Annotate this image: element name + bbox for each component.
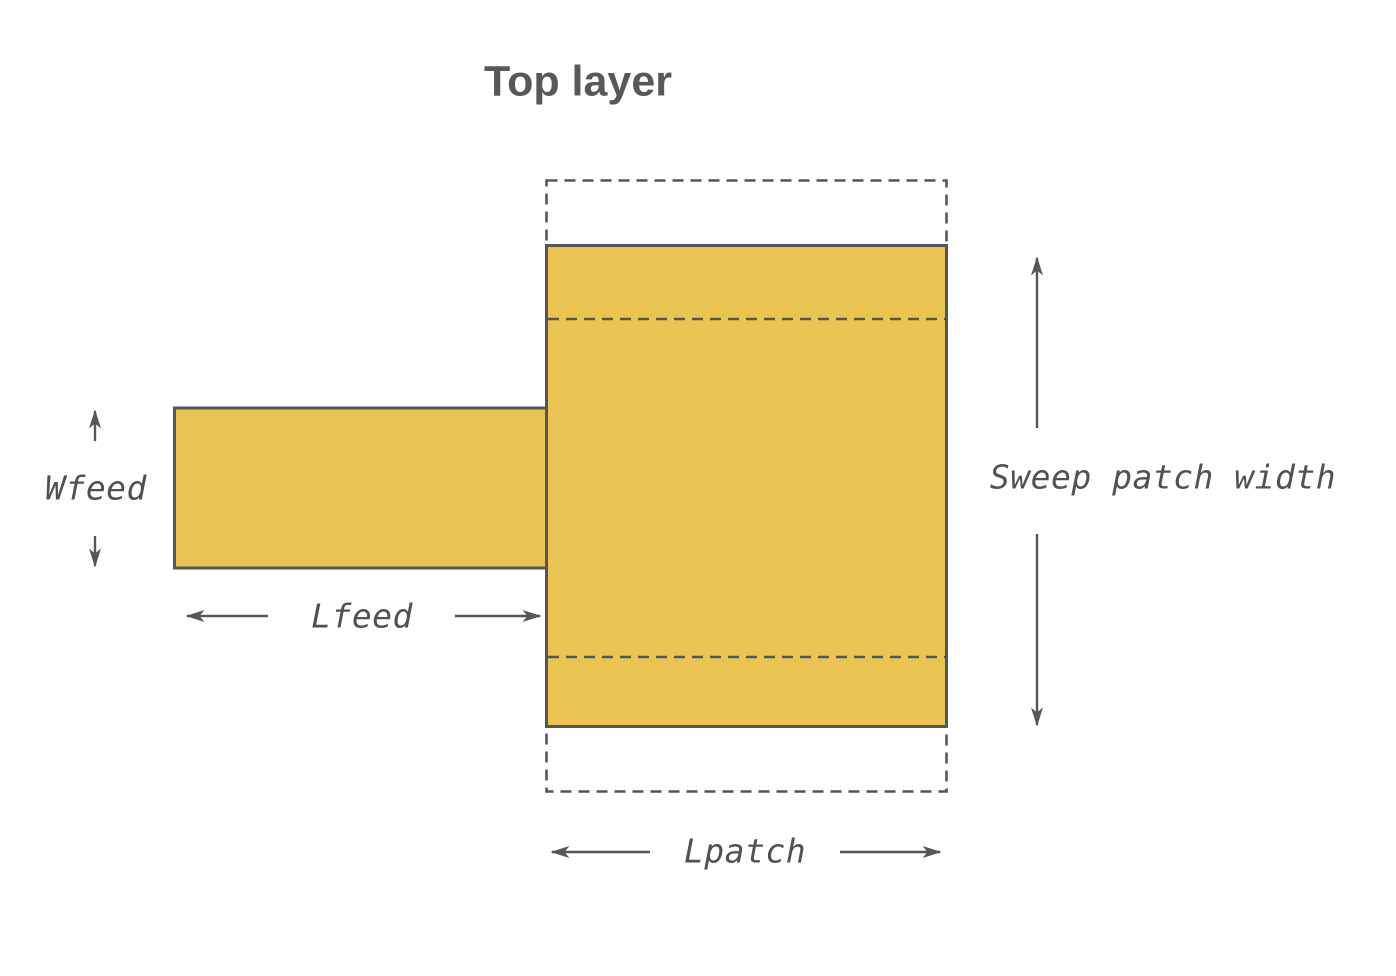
lpatch-label: Lpatch xyxy=(683,831,807,871)
wfeed-label: Wfeed xyxy=(45,468,147,508)
sweep-patch-width-label: Sweep patch width xyxy=(989,457,1337,497)
lfeed-label: Lfeed xyxy=(311,596,413,636)
patch-rect xyxy=(545,244,948,728)
diagram-title: Top layer xyxy=(484,57,672,106)
feed-line-rect xyxy=(173,406,552,570)
